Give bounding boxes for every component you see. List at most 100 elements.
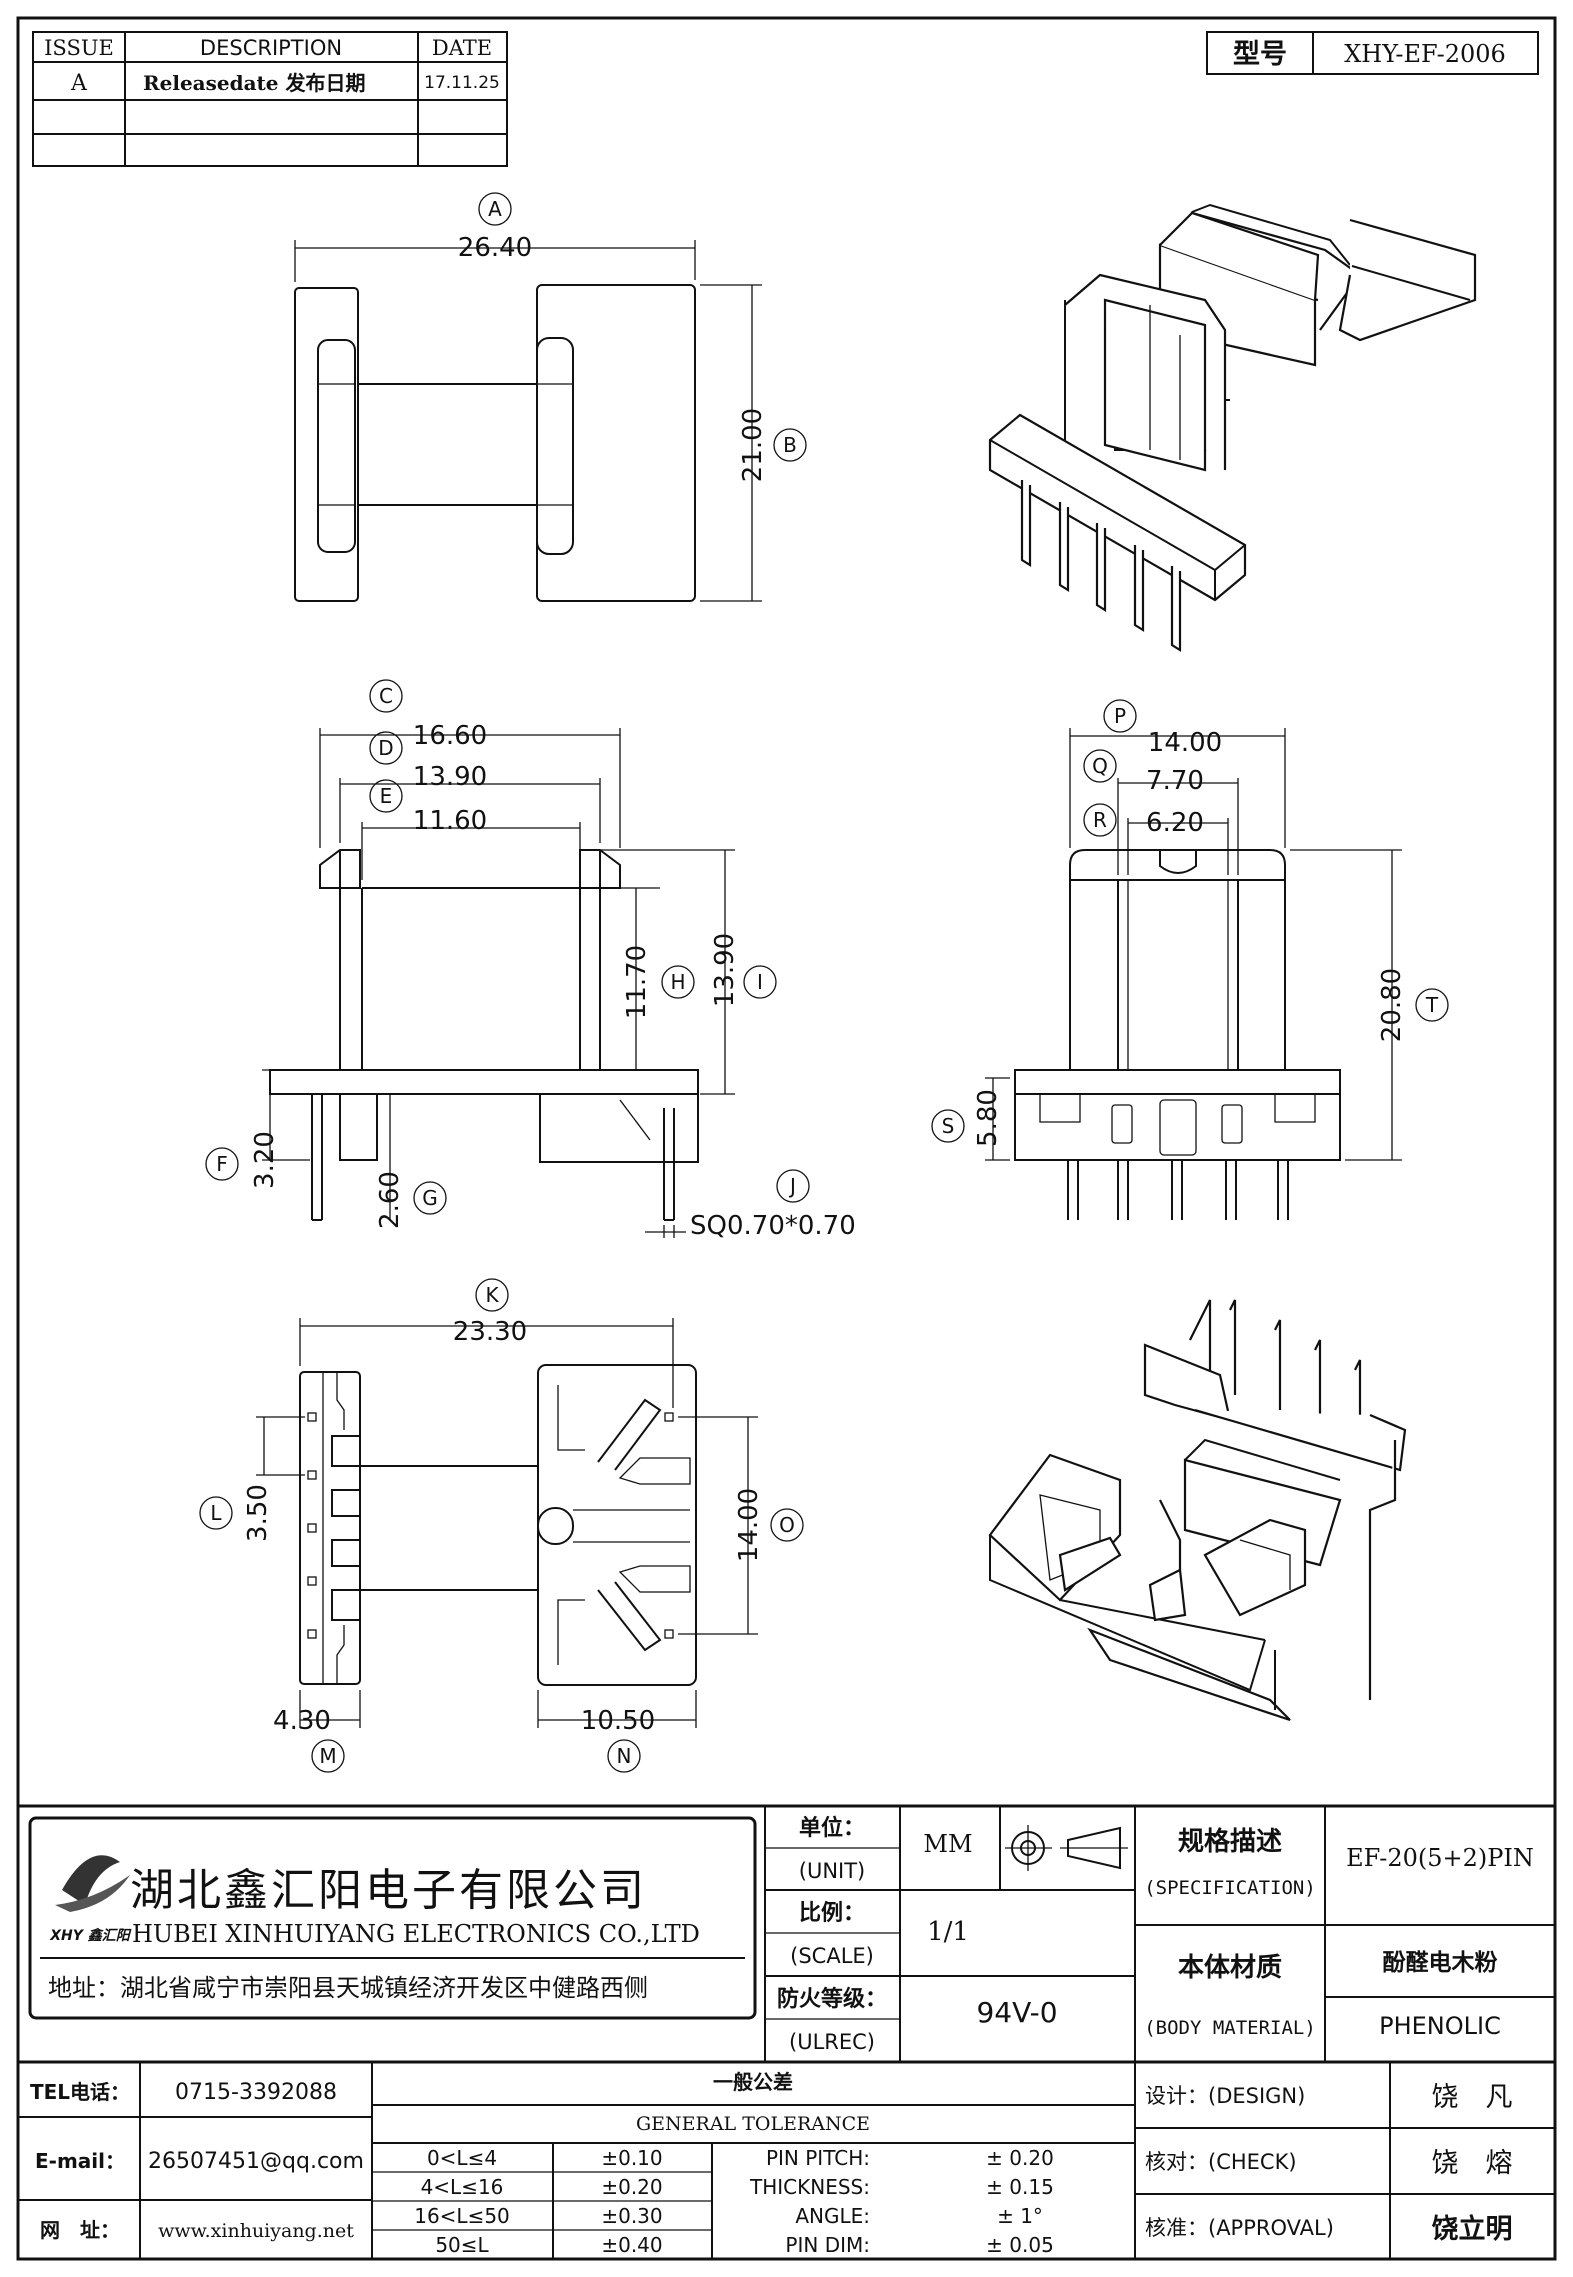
dimension-value-d: 13.90	[413, 762, 487, 792]
dimension-value-k: 23.30	[453, 1317, 527, 1347]
tolerance-item: ANGLE:	[795, 2204, 870, 2228]
tolerance-tol: ± 0.15	[986, 2175, 1054, 2199]
spec-value: EF-20(5+2)PIN	[1346, 1844, 1534, 1872]
dimension-value-h: 11.70	[622, 945, 652, 1019]
tolerance-value: ±0.20	[601, 2175, 662, 2199]
material-label-cn: 本体材质	[1178, 1953, 1282, 1983]
web-value[interactable]: www.xinhuiyang.net	[158, 2220, 354, 2242]
tolerance-tol: ± 0.05	[986, 2233, 1054, 2257]
tolerance-value: ±0.30	[601, 2204, 662, 2228]
tel-label: TEL电话：	[30, 2080, 130, 2104]
tolerance-item: THICKNESS:	[749, 2175, 870, 2199]
dimension-letter-r: R	[1093, 808, 1107, 832]
dimension-letter-t: T	[1425, 993, 1439, 1017]
tel-value: 0715-3392088	[175, 2080, 337, 2105]
bottom-view	[256, 1318, 758, 1728]
dimension-value-m: 4.30	[273, 1706, 331, 1736]
model-number: XHY-EF-2006	[1344, 40, 1506, 68]
dimension-letter-c: C	[379, 684, 393, 708]
isometric-view-top	[988, 203, 1477, 652]
dimension-letter-j: J	[788, 1174, 796, 1198]
front-view	[262, 728, 735, 1238]
dimension-letter-h: H	[670, 970, 685, 994]
dimension-letter-p: P	[1114, 704, 1126, 728]
tolerance-title-cn: 一般公差	[713, 2070, 793, 2094]
scale-label-cn: 比例：	[799, 1901, 865, 1926]
revision-header-description: DESCRIPTION	[200, 36, 342, 60]
unit-label-cn: 单位：	[799, 1815, 865, 1841]
dimension-value-t: 20.80	[1377, 968, 1407, 1042]
tolerance-range: 0<L≤4	[427, 2146, 497, 2170]
revision-date-a: 17.11.25	[424, 73, 500, 93]
tolerance-value: ±0.40	[601, 2233, 662, 2257]
email-label: E-mail：	[35, 2149, 125, 2173]
tolerance-value: ±0.10	[601, 2146, 662, 2170]
projection-symbol-icon	[1005, 1825, 1128, 1871]
unit-label-en: (UNIT)	[799, 1859, 866, 1883]
signoff-approval-label: 核准：(APPROVAL)	[1145, 2216, 1334, 2240]
dimension-letter-g: G	[422, 1186, 438, 1210]
material-value-en: PHENOLIC	[1379, 2012, 1501, 2040]
signoff-design-label: 设计：(DESIGN)	[1145, 2084, 1305, 2108]
dimension-letter-n: N	[617, 1744, 632, 1768]
material-value-cn: 酚醛电木粉	[1383, 1950, 1498, 1976]
scale-value: 1/1	[927, 1917, 969, 1947]
tolerance-tol: ± 1°	[997, 2204, 1043, 2228]
dimension-annotations: A 26.40 B 21.00 C 16.60 D 13.90 E 11.60 …	[199, 192, 1449, 1773]
dimension-value-f: 3.20	[250, 1131, 280, 1189]
dimension-letter-i: I	[757, 970, 763, 994]
dimension-letter-s: S	[942, 1114, 955, 1138]
revision-header-issue: ISSUE	[44, 36, 114, 60]
tolerance-range: 50≤L	[435, 2233, 489, 2257]
dimension-letter-d: D	[378, 736, 393, 760]
dimension-value-s: 5.80	[973, 1089, 1003, 1147]
dimension-value-j: SQ0.70*0.70	[690, 1211, 856, 1241]
spec-label-cn: 规格描述	[1178, 1826, 1282, 1857]
tolerance-range: 4<L≤16	[421, 2175, 504, 2199]
tolerance-tol: ± 0.20	[986, 2146, 1054, 2170]
scale-label-en: (SCALE)	[790, 1944, 874, 1968]
tolerance-item: PIN PITCH:	[766, 2146, 870, 2170]
signoff-check-label: 核对：(CHECK)	[1145, 2150, 1297, 2174]
dimension-letter-e: E	[380, 784, 393, 808]
signoff-design-name: 饶 凡	[1432, 2082, 1513, 2113]
company-logo: XHY 鑫汇阳	[49, 1855, 132, 1944]
tolerance-title-en: GENERAL TOLERANCE	[636, 2113, 870, 2135]
dimension-value-i: 13.90	[710, 933, 740, 1007]
dimension-value-a: 26.40	[458, 233, 532, 263]
company-address: 地址：湖北省咸宁市崇阳县天城镇经济开发区中健路西侧	[48, 1974, 648, 2002]
fire-label-cn: 防火等级：	[777, 1986, 887, 2012]
spec-label-en: (SPECIFICATION)	[1144, 1877, 1316, 1899]
signoff-approval-name: 饶立明	[1432, 2213, 1513, 2245]
fire-value: 94V-0	[976, 1996, 1057, 2029]
revision-header-date: DATE	[432, 36, 492, 60]
revision-issue-a: A	[70, 71, 88, 96]
logo-text: XHY 鑫汇阳	[49, 1927, 132, 1944]
model-box: 型号 XHY-EF-2006	[1206, 31, 1539, 75]
dimension-letter-o: O	[779, 1513, 795, 1537]
tolerance-range: 16<L≤50	[414, 2204, 510, 2228]
company-name-cn: 湖北鑫汇阳电子有限公司	[130, 1865, 647, 1916]
email-value[interactable]: 26507451@qq.com	[148, 2149, 364, 2174]
dimension-value-c: 16.60	[413, 721, 487, 751]
dimension-value-q: 7.70	[1146, 766, 1204, 796]
web-label: 网 址：	[40, 2218, 120, 2242]
dimension-value-o: 14.00	[734, 1488, 764, 1562]
tolerance-item: PIN DIM:	[785, 2233, 870, 2257]
dimension-value-e: 11.60	[413, 806, 487, 836]
unit-value: MM	[923, 1830, 972, 1858]
dimension-letter-f: F	[216, 1152, 228, 1176]
dimension-letter-q: Q	[1092, 754, 1108, 778]
revision-table: ISSUE DESCRIPTION DATE A Releasedate 发布日…	[32, 31, 508, 167]
dimension-letter-b: B	[783, 433, 797, 457]
dimension-value-b: 21.00	[738, 408, 768, 482]
dimension-letter-k: K	[485, 1283, 499, 1307]
dimension-value-l: 3.50	[243, 1484, 273, 1542]
model-label: 型号	[1233, 39, 1287, 70]
dimension-letter-a: A	[488, 197, 502, 221]
dimension-value-p: 14.00	[1148, 728, 1222, 758]
material-label-en: (BODY MATERIAL)	[1144, 2017, 1316, 2039]
company-name-en: HUBEI XINHUIYANG ELECTRONICS CO.,LTD	[132, 1920, 700, 1948]
drawing-border	[16, 16, 1557, 2261]
